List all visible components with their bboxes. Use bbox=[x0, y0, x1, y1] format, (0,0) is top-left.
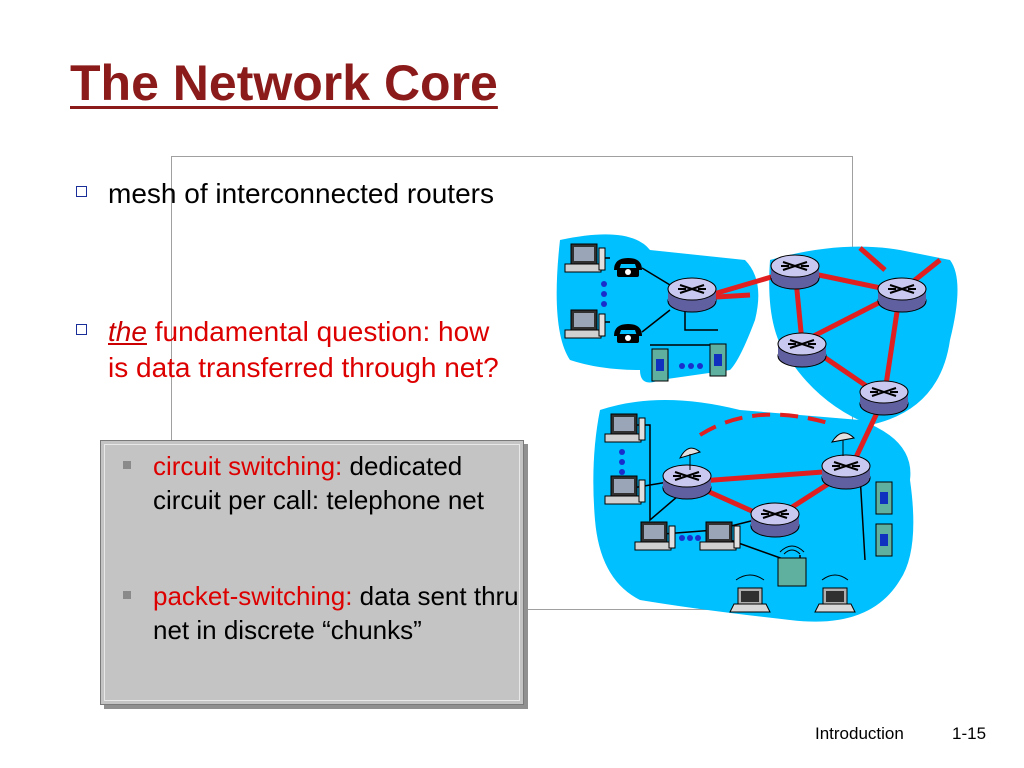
subbullet-square-icon bbox=[123, 591, 131, 599]
wireless-base-station-icon bbox=[777, 557, 807, 587]
footer-section: Introduction bbox=[815, 724, 904, 743]
circuit-label: circuit switching: bbox=[153, 451, 343, 481]
ellipsis-dot bbox=[619, 459, 625, 465]
bullet-square-icon bbox=[76, 324, 87, 335]
page-title: The Network Core bbox=[70, 55, 498, 111]
server-icon bbox=[875, 523, 893, 557]
packet-text: data sent thru net in discrete “chunks” bbox=[153, 581, 519, 645]
ellipsis-dot bbox=[688, 363, 694, 369]
satellite-dish-icon bbox=[830, 432, 856, 456]
desktop-computer-icon bbox=[604, 475, 646, 505]
desktop-computer-icon bbox=[564, 309, 606, 339]
bullet-question-text: the fundamental question: how is data tr… bbox=[108, 314, 508, 386]
wireless-link bbox=[698, 412, 836, 437]
ellipsis-dot bbox=[601, 291, 607, 297]
satellite-dish-icon bbox=[679, 447, 702, 470]
server-icon bbox=[875, 481, 893, 515]
router-icon bbox=[662, 464, 712, 500]
desktop-computer-icon bbox=[564, 243, 606, 273]
ellipsis-dot bbox=[695, 535, 701, 541]
subbullet-box: circuit switching: dedicated circuit per… bbox=[100, 440, 524, 705]
router-icon bbox=[877, 277, 927, 313]
question-rest: fundamental question: how is data transf… bbox=[108, 316, 499, 383]
bullet-mesh-text: mesh of interconnected routers bbox=[108, 178, 494, 209]
circuit-text: dedicated circuit per call: telephone ne… bbox=[153, 451, 484, 515]
footer-page-number: 1-15 bbox=[952, 724, 987, 743]
ellipsis-dot bbox=[679, 363, 685, 369]
desktop-computer-icon bbox=[604, 413, 646, 443]
network-core-diagram bbox=[556, 234, 958, 622]
server-icon bbox=[651, 348, 669, 382]
desktop-computer-icon bbox=[634, 521, 676, 551]
ellipsis-dot bbox=[619, 469, 625, 475]
ellipsis-dot bbox=[601, 301, 607, 307]
wireless-waves-icon bbox=[735, 574, 849, 581]
bullet-square-icon bbox=[76, 186, 87, 197]
router-icon bbox=[859, 380, 909, 416]
ellipsis-dot bbox=[619, 449, 625, 455]
packet-label: packet-switching: bbox=[153, 581, 353, 611]
router-icon bbox=[667, 277, 717, 313]
router-icon bbox=[777, 332, 827, 368]
emphasis-the: the bbox=[108, 316, 147, 347]
server-icon bbox=[709, 343, 727, 377]
desktop-computer-icon bbox=[699, 521, 741, 551]
ellipsis-dot bbox=[697, 363, 703, 369]
ellipsis-dot bbox=[601, 281, 607, 287]
subbullet-square-icon bbox=[123, 461, 131, 469]
ellipsis-dot bbox=[687, 535, 693, 541]
wireless-waves-icon bbox=[779, 545, 805, 555]
router-icon bbox=[750, 502, 800, 538]
router-icon bbox=[821, 454, 871, 490]
ellipsis-dot bbox=[679, 535, 685, 541]
router-icon bbox=[770, 254, 820, 290]
